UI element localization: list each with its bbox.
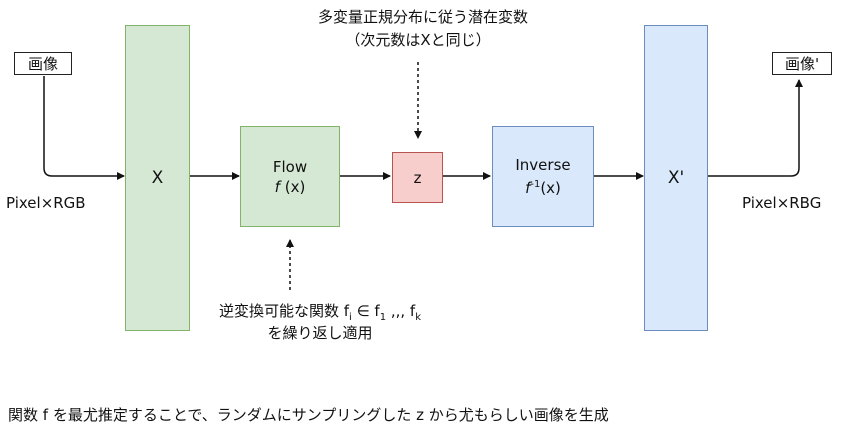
input-image-text: 画像: [27, 55, 58, 73]
inverse-func-sup: -1: [530, 179, 541, 190]
inverse-func-f: f: [525, 179, 531, 197]
arrow-xprime-to-image: [708, 79, 803, 177]
inverse-func-arg: (x): [540, 179, 561, 197]
output-image-label: 画像': [772, 52, 832, 75]
flow-note-prefix: 逆変換可能な関数 f: [218, 302, 350, 320]
flow-title: Flow: [272, 157, 308, 176]
x-column: X: [125, 25, 190, 331]
x-prime-label: X': [667, 168, 685, 188]
input-image-label: 画像: [14, 52, 72, 75]
flow-note-dots: ,,, f: [386, 302, 416, 320]
flow-note-sub-1: 1: [379, 312, 387, 323]
flow-note-line2: を繰り返し適用: [267, 324, 373, 342]
inverse-box: Inverse f-1(x): [492, 126, 594, 227]
output-image-text: 画像': [784, 55, 820, 73]
flow-note-mid: ∈ f: [351, 302, 380, 320]
latent-note-line1: 多変量正規分布に従う潜在変数: [318, 8, 529, 26]
flow-note-sub-i: i: [349, 312, 352, 323]
latent-z-box: z: [392, 152, 443, 203]
x-label: X: [151, 168, 164, 188]
footer-summary: 関数 f を最尤推定することで、ランダムにサンプリングした z から尤もらしい画…: [8, 406, 609, 424]
arrow-image-to-x: [43, 76, 125, 180]
flow-func: f (x): [275, 177, 306, 197]
x-prime-column: X': [644, 25, 708, 331]
input-caption: Pixel×RGB: [6, 194, 86, 212]
flow-func-arg: (x): [284, 177, 306, 196]
flow-box: Flow f (x): [240, 126, 340, 227]
output-caption: Pixel×RBG: [742, 194, 822, 212]
latent-note-line2: （次元数はXと同じ）: [345, 31, 491, 49]
inverse-title: Inverse: [515, 156, 571, 174]
flow-func-f: f: [274, 177, 280, 196]
flow-note-sub-k: k: [415, 312, 422, 323]
latent-z-label: z: [413, 168, 422, 187]
inverse-func: f-1(x): [525, 175, 561, 198]
flow-note-line1: 逆変換可能な関数 fi ∈ f1 ,,, fk: [200, 300, 440, 323]
